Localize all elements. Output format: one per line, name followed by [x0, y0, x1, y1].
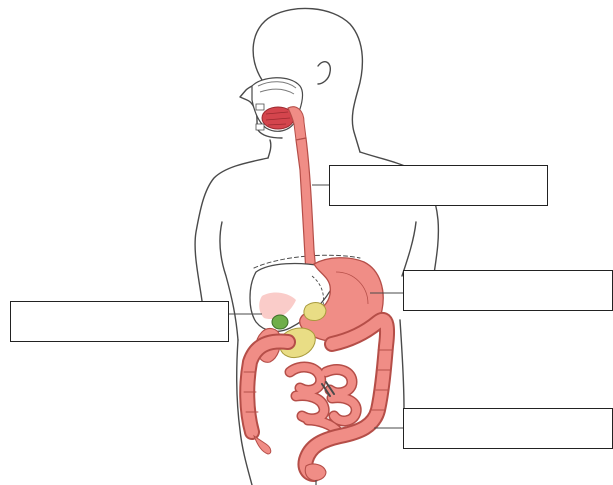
- label-box-esophagus[interactable]: [329, 165, 548, 206]
- rectum: [305, 464, 326, 481]
- ear-outline: [318, 62, 330, 84]
- right-hip: [400, 320, 404, 408]
- small-intestine: [290, 367, 356, 432]
- right-torso-side: [402, 222, 416, 276]
- esophagus: [296, 138, 316, 274]
- neck-front: [268, 140, 271, 158]
- mouth: [252, 78, 306, 140]
- label-box-liver[interactable]: [10, 301, 229, 342]
- label-box-stomach[interactable]: [403, 270, 613, 311]
- pancreas-upper: [304, 303, 326, 321]
- small-intestine-coils-fill: [290, 367, 356, 432]
- appendix: [254, 436, 271, 454]
- gallbladder: [272, 315, 288, 329]
- label-box-intestine[interactable]: [403, 408, 613, 449]
